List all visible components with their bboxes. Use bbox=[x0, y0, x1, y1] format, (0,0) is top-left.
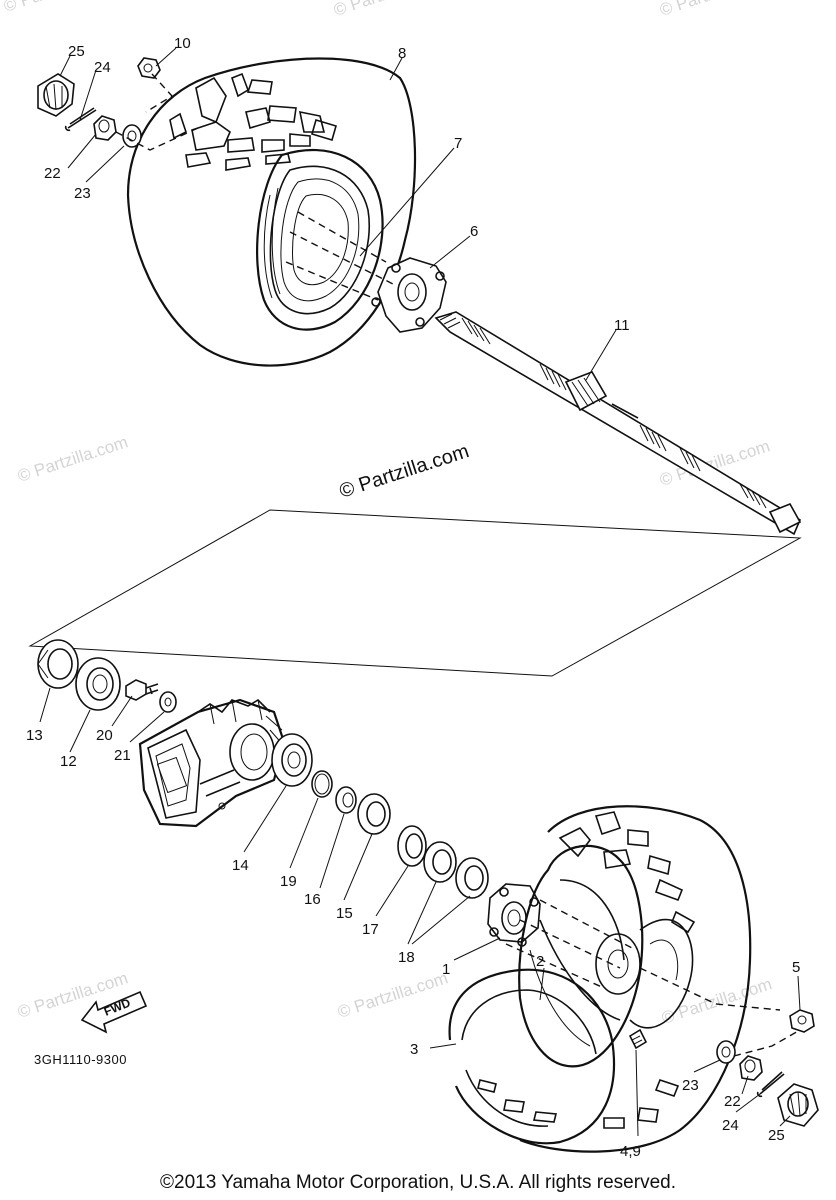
watermark: © Partzilla.com bbox=[335, 968, 450, 1021]
center-line bbox=[115, 127, 199, 151]
diagram-code: 3GH1110-9300 bbox=[34, 1052, 127, 1067]
center-line bbox=[539, 899, 633, 949]
label-part-15: 15 bbox=[336, 905, 353, 922]
leader-lines bbox=[39, 47, 801, 1137]
hardware-top-left bbox=[37, 57, 161, 148]
fwd-label: FWD bbox=[102, 995, 133, 1018]
part-labels: 8 7 6 11 10 25 24 22 23 13 12 20 21 14 1… bbox=[26, 35, 800, 1160]
label-part-21: 21 bbox=[114, 747, 131, 764]
subassembly-frame bbox=[28, 509, 802, 677]
wheel-hub-top bbox=[371, 257, 447, 333]
center-line bbox=[145, 73, 174, 113]
label-part-22-bottom: 22 bbox=[724, 1093, 741, 1110]
label-part-20: 20 bbox=[96, 727, 113, 744]
label-part-16: 16 bbox=[304, 891, 321, 908]
label-part-18: 18 bbox=[398, 949, 415, 966]
rear-axle bbox=[434, 311, 802, 536]
label-part-6: 6 bbox=[470, 223, 478, 240]
center-line bbox=[285, 261, 379, 301]
label-part-24-bottom: 24 bbox=[722, 1117, 739, 1134]
watermarks: © Partzilla.com © Partzilla.com © Partzi… bbox=[1, 0, 774, 1028]
center-line bbox=[505, 943, 605, 989]
label-part-5: 5 bbox=[792, 959, 800, 976]
label-part-13: 13 bbox=[26, 727, 43, 744]
label-part-4-9: 4,9 bbox=[620, 1143, 641, 1160]
bearing-housing-parts bbox=[37, 639, 489, 899]
center-line bbox=[519, 919, 621, 969]
label-part-23-bottom: 23 bbox=[682, 1077, 699, 1094]
copyright-notice: ©2013 Yamaha Motor Corporation, U.S.A. A… bbox=[160, 1172, 676, 1193]
label-part-24-top: 24 bbox=[94, 59, 111, 76]
wheel-hub-bottom bbox=[487, 883, 541, 947]
label-part-8: 8 bbox=[398, 45, 406, 62]
center-line bbox=[289, 231, 396, 286]
label-part-1: 1 bbox=[442, 961, 450, 978]
label-part-25-top: 25 bbox=[68, 43, 85, 60]
watermark: © Partzilla.com bbox=[659, 974, 774, 1027]
watermark: © Partzilla.com bbox=[1, 0, 116, 16]
label-part-11: 11 bbox=[614, 317, 630, 334]
label-part-3: 3 bbox=[410, 1041, 418, 1058]
label-part-7: 7 bbox=[454, 135, 462, 152]
label-part-19: 19 bbox=[280, 873, 297, 890]
watermark: © Partzilla.com bbox=[331, 0, 446, 20]
label-part-10: 10 bbox=[174, 35, 191, 52]
label-part-25-bottom: 25 bbox=[768, 1127, 785, 1144]
center-line bbox=[639, 967, 781, 1011]
center-line bbox=[733, 1029, 801, 1057]
label-part-14: 14 bbox=[232, 857, 249, 874]
rear-wheel-bottom bbox=[448, 805, 752, 1153]
label-part-2: 2 bbox=[536, 953, 544, 970]
label-part-12: 12 bbox=[60, 753, 77, 770]
watermark: © Partzilla.com bbox=[15, 432, 130, 485]
partzilla-watermark: © Partzilla.com bbox=[337, 440, 472, 503]
hardware-bottom-right bbox=[716, 1009, 819, 1127]
label-part-23-top: 23 bbox=[74, 185, 91, 202]
watermark: © Partzilla.com bbox=[657, 0, 772, 20]
center-line bbox=[297, 211, 387, 263]
label-part-22-top: 22 bbox=[44, 165, 61, 182]
label-part-17: 17 bbox=[362, 921, 379, 938]
rear-tire-top bbox=[126, 57, 417, 367]
